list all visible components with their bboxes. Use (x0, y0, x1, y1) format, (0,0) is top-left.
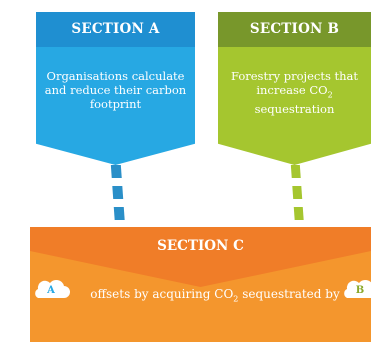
section-b-text-line: sequestration (254, 102, 335, 117)
section-b-co2-subscript: 2 (327, 90, 333, 100)
connector-a-dashed-line (110, 165, 126, 227)
cloud-icon-a: A (32, 279, 70, 299)
cloud-icon-b: B (341, 279, 371, 299)
section-c-title: SECTION C (157, 238, 244, 254)
section-c-text-prefix: offsets by acquiring CO (90, 287, 234, 301)
section-a-text-line: and reduce their carbon (44, 83, 187, 97)
section-b-text-line: Forestry projects that (230, 69, 359, 83)
cloud-a-label: A (47, 285, 55, 296)
section-b-description: Forestry projects that increase CO2 sequ… (218, 69, 371, 116)
section-b-text-line: increase CO2 (218, 83, 371, 102)
section-b-header: SECTION B (218, 12, 371, 47)
section-b-body: Forestry projects that increase CO2 sequ… (218, 47, 371, 165)
section-a-title: SECTION A (71, 21, 160, 37)
section-a-header: SECTION A (36, 12, 195, 47)
section-c-text-suffix: sequestrated by (238, 287, 340, 301)
section-a-text-line: Organisations calculate (46, 69, 185, 83)
section-a-body: Organisations calculate and reduce their… (36, 47, 195, 165)
connector-b-dashed-line (290, 165, 305, 227)
section-a-text-line: footprint (89, 97, 142, 111)
section-c-co2-subscript: 2 (233, 294, 239, 304)
section-c-description: offsets by acquiring CO2 sequestrated by (80, 287, 350, 303)
cloud-icon (344, 280, 371, 298)
section-b-title: SECTION B (249, 21, 340, 37)
section-a-description: Organisations calculate and reduce their… (36, 69, 195, 111)
section-b-co2-text: increase CO (256, 83, 328, 97)
cloud-icon (35, 279, 70, 298)
cloud-b-label: B (355, 285, 365, 296)
